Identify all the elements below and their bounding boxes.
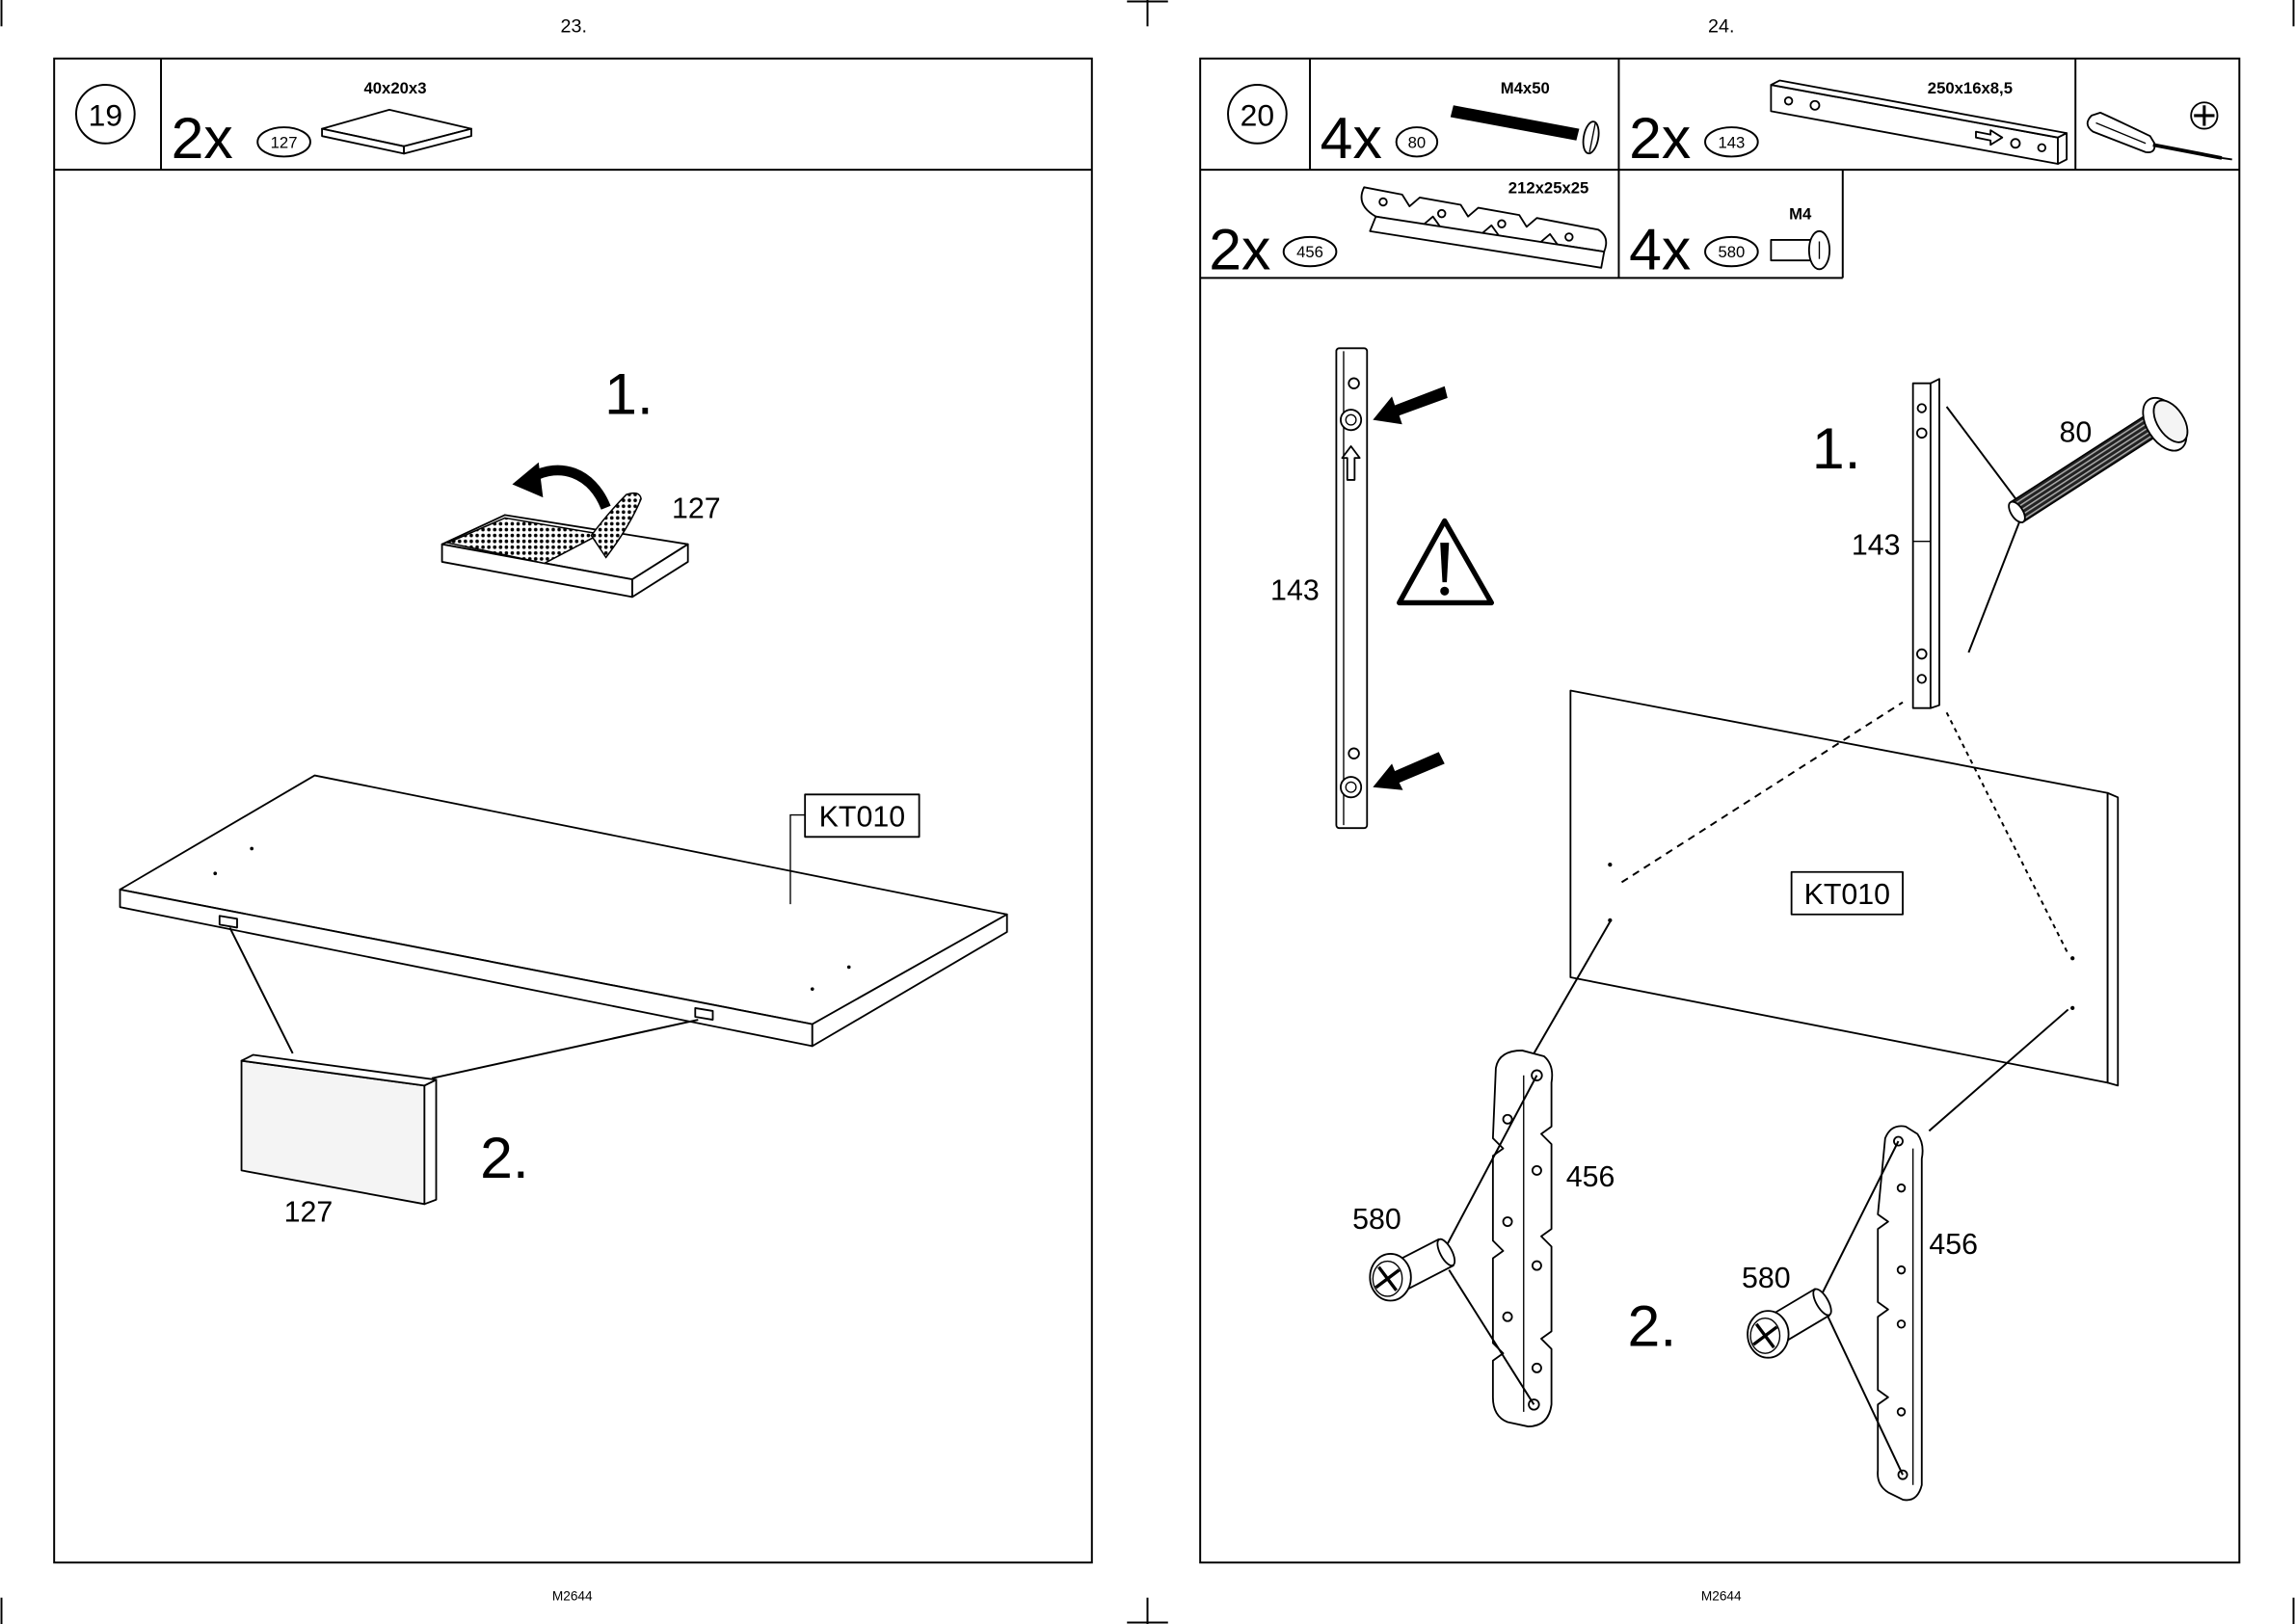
- pre-drilled-hole: [1608, 863, 1612, 866]
- part-dimensions: 40x20x3: [364, 79, 427, 97]
- part-quantity: 2x: [1629, 105, 1691, 171]
- substep-marker: 2.: [1628, 1293, 1677, 1359]
- part-number: 580: [1718, 243, 1745, 261]
- bracket-hole: [1533, 1262, 1541, 1270]
- felt-pad-position: [695, 1008, 712, 1020]
- part-number: 456: [1296, 243, 1323, 261]
- bracket-label: 456: [1929, 1229, 1978, 1261]
- part-dimensions: M4: [1789, 205, 1812, 224]
- bracket-label: 456: [1566, 1161, 1615, 1193]
- rail-hole: [1918, 675, 1927, 683]
- rail-hole: [1917, 428, 1927, 438]
- part-quantity: 2x: [1209, 216, 1270, 281]
- bracket-hole: [1898, 1320, 1906, 1328]
- bracket-hole: [1898, 1266, 1906, 1274]
- rail-label: 143: [1270, 574, 1320, 606]
- rail-hole: [2011, 139, 2019, 147]
- footer-code: M2644: [552, 1589, 593, 1604]
- bolt-label: 580: [1742, 1263, 1791, 1294]
- part-label: 127: [284, 1197, 334, 1229]
- rail-hole: [1785, 97, 1793, 105]
- felt-pad-side-face: [424, 1079, 436, 1204]
- rail-hole: [1917, 650, 1927, 659]
- page-number: 23.: [561, 15, 587, 37]
- screw-label: 80: [2060, 416, 2093, 448]
- bracket-hole: [1898, 1408, 1906, 1416]
- pre-drilled-hole: [2070, 1006, 2074, 1010]
- felt-pad-position: [220, 916, 237, 927]
- pre-drilled-hole: [811, 987, 814, 991]
- substep-marker: 2.: [480, 1125, 529, 1190]
- part-quantity: 4x: [1321, 105, 1382, 171]
- step-number: 20: [1241, 98, 1274, 133]
- bracket-hole: [1498, 220, 1506, 227]
- bracket-hole: [1529, 1399, 1539, 1410]
- pre-drilled-hole: [2070, 956, 2074, 960]
- bracket-hole: [1532, 1070, 1542, 1080]
- part-label: 127: [672, 493, 721, 524]
- part-quantity: 4x: [1629, 216, 1691, 281]
- panel-label: KT010: [1804, 879, 1890, 911]
- cam-lock: [1341, 777, 1361, 797]
- panel-side-edge: [2108, 793, 2119, 1086]
- bolt-label: 580: [1352, 1204, 1401, 1236]
- rail-side-face: [1931, 379, 1939, 708]
- part-dimensions: 212x25x25: [1508, 178, 1589, 197]
- rail-label: 143: [1852, 529, 1901, 561]
- bracket-hole: [1503, 1115, 1511, 1124]
- bracket-plate: [1878, 1126, 1923, 1500]
- cam-lock: [1341, 410, 1361, 430]
- bracket-hole: [1503, 1217, 1511, 1226]
- bracket-hole: [1533, 1166, 1541, 1175]
- rail-illustration: [1913, 379, 1939, 708]
- part-number: 80: [1408, 133, 1427, 151]
- bracket-plate: [1493, 1051, 1552, 1426]
- substep-marker: 1.: [604, 361, 654, 427]
- rail-hole: [1348, 378, 1359, 388]
- bracket-illustration: [1878, 1126, 1923, 1500]
- bracket-hole: [1503, 1313, 1511, 1321]
- page-number: 24.: [1708, 15, 1734, 37]
- part-number: 127: [271, 133, 298, 151]
- step-number: 19: [89, 98, 122, 133]
- footer-code: M2644: [1701, 1589, 1742, 1604]
- substep-marker: 1.: [1812, 415, 1861, 481]
- pre-drilled-hole: [213, 871, 217, 875]
- rail-end-face: [2058, 133, 2067, 164]
- pre-drilled-hole: [847, 966, 851, 970]
- bracket-illustration: [1493, 1051, 1552, 1426]
- bracket-hole: [1565, 233, 1573, 241]
- bolt-shank: [1771, 240, 1812, 260]
- panel-label: KT010: [819, 802, 905, 834]
- bracket-hole: [1533, 1364, 1541, 1372]
- part-number: 143: [1718, 133, 1745, 151]
- bracket-hole: [1379, 199, 1387, 206]
- part-dimensions: M4x50: [1501, 79, 1550, 97]
- phillips-head-icon: [2191, 102, 2217, 128]
- bracket-hole: [1438, 210, 1446, 218]
- warning-exclamation-dot: [1440, 587, 1449, 596]
- rail-hole: [1348, 748, 1359, 759]
- part-dimensions: 250x16x8,5: [1928, 79, 2013, 97]
- bracket-hole: [1898, 1185, 1906, 1192]
- rail-hole: [2039, 145, 2046, 152]
- rail-hole: [1810, 101, 1819, 110]
- pre-drilled-hole: [250, 847, 254, 851]
- part-quantity: 2x: [172, 105, 233, 171]
- pre-drilled-hole: [1608, 918, 1612, 922]
- rail-hole: [1918, 404, 1927, 413]
